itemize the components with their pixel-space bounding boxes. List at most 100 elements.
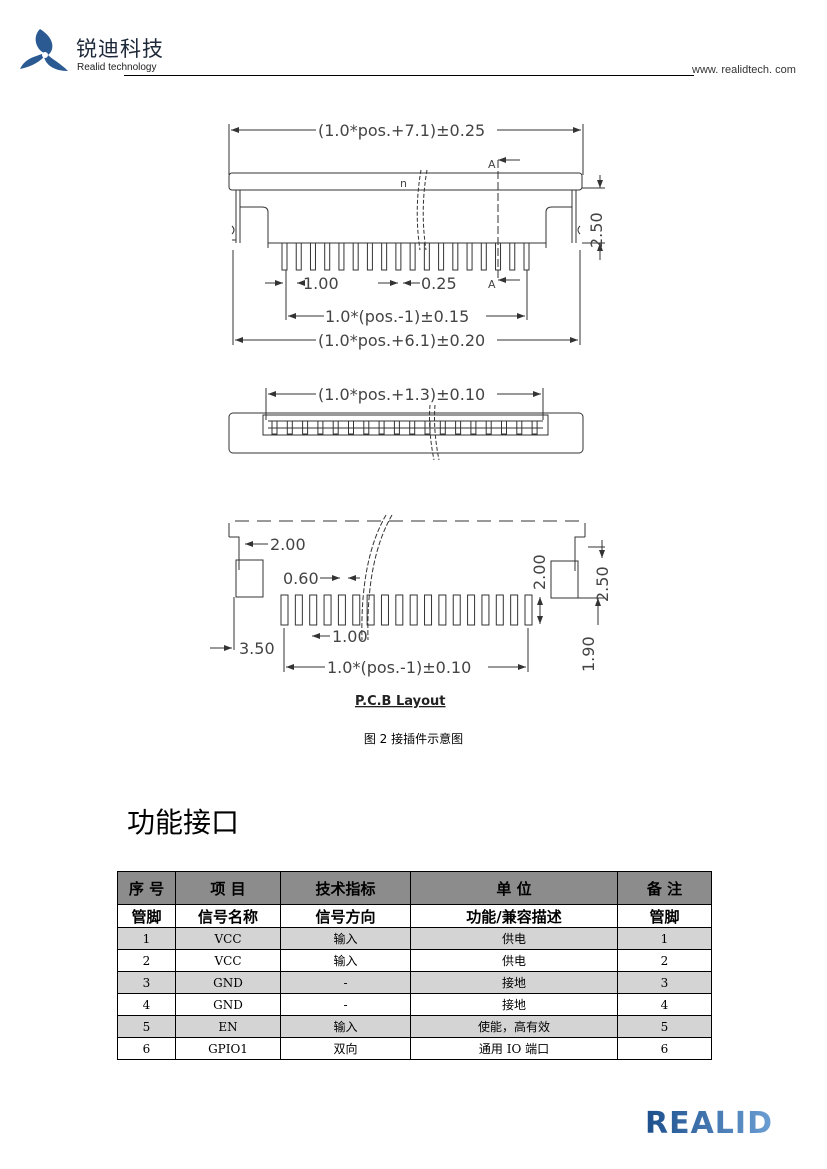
front-pin xyxy=(348,420,354,435)
pin-n-label: n xyxy=(400,177,407,190)
connector-pin xyxy=(409,242,416,271)
pcb-pad xyxy=(395,594,404,626)
connector-pin xyxy=(438,242,445,271)
dim-pad-width: 0.60 xyxy=(283,569,319,588)
front-pin xyxy=(531,420,538,435)
front-pin xyxy=(302,420,309,435)
front-pin xyxy=(470,420,477,435)
dim-pin-span: 1.0*(pos.-1)±0.15 xyxy=(325,307,469,326)
table-cell: - xyxy=(280,971,411,994)
dim-pin-width: 0.25 xyxy=(421,274,457,293)
pcb-pad xyxy=(309,594,318,626)
pcb-pad xyxy=(380,594,389,626)
table-cell: 输入 xyxy=(280,949,411,972)
table-cell: 信号名称 xyxy=(175,904,281,928)
header-divider xyxy=(124,75,694,76)
top-view xyxy=(228,124,605,345)
pcb-pad xyxy=(438,594,447,626)
pcb-pad xyxy=(352,594,361,626)
connector-pin xyxy=(309,242,316,271)
connector-pin xyxy=(452,242,459,271)
connector-pin xyxy=(366,242,373,271)
table-header-row: 序 号项 目技术指标单 位备 注 xyxy=(117,871,712,905)
table-subheader-row: 管脚信号名称信号方向功能/兼容描述管脚 xyxy=(117,904,712,928)
section-label-bottom: A xyxy=(488,278,496,291)
table-cell: GND xyxy=(175,993,281,1016)
front-pin xyxy=(485,420,492,435)
figure-caption: 图 2 接插件示意图 xyxy=(363,732,464,746)
dim-mount-pad-height: 2.50 xyxy=(593,566,612,602)
table-cell: 2 xyxy=(117,949,176,972)
table-cell: 管脚 xyxy=(617,904,712,928)
pcb-layout-title: P.C.B Layout xyxy=(355,694,446,709)
front-pin xyxy=(332,420,339,435)
dim-pad-offset: 2.00 xyxy=(270,535,306,554)
table-cell: 3 xyxy=(117,971,176,994)
table-cell: 6 xyxy=(117,1037,176,1060)
table-cell: 输入 xyxy=(280,1015,411,1038)
table-cell: 单 位 xyxy=(410,871,618,905)
footer-logo: REALID xyxy=(645,1106,773,1141)
table-cell: 接地 xyxy=(410,971,618,994)
table-cell: - xyxy=(280,993,411,1016)
front-pin xyxy=(393,420,400,435)
table-cell: 信号方向 xyxy=(280,904,411,928)
table-cell: 1 xyxy=(117,927,176,950)
pcb-pad xyxy=(495,594,504,626)
table-cell: 使能，高有效 xyxy=(410,1015,618,1038)
company-logo-icon xyxy=(20,29,68,71)
front-pin xyxy=(424,420,431,435)
table-cell: 接地 xyxy=(410,993,618,1016)
front-pin xyxy=(455,420,462,435)
table-cell: VCC xyxy=(175,949,281,972)
connector-pin xyxy=(338,242,345,271)
front-pin xyxy=(363,420,370,435)
dim-edge-offset: 3.50 xyxy=(239,639,275,658)
table-cell: GND xyxy=(175,971,281,994)
pcb-pad xyxy=(452,594,461,626)
table-cell: 输入 xyxy=(280,927,411,950)
table-cell: 序 号 xyxy=(117,871,176,905)
front-pin xyxy=(516,420,523,435)
dim-pad-span: 1.0*(pos.-1)±0.10 xyxy=(327,658,471,677)
front-pin xyxy=(317,420,324,435)
connector-pin xyxy=(381,242,388,271)
front-pin xyxy=(501,420,507,435)
dim-opening-length: (1.0*pos.+1.3)±0.10 xyxy=(318,385,485,404)
dim-pcb-pitch: 1.00 xyxy=(332,627,368,646)
connector-drawing: (1.0*pos.+7.1)±0.25 n A A 1.00 0.25 1.0*… xyxy=(210,121,612,709)
pcb-pad xyxy=(337,594,346,626)
table-cell: VCC xyxy=(175,927,281,950)
table-cell: 备 注 xyxy=(617,871,712,905)
table-cell: GPIO1 xyxy=(175,1037,281,1060)
pcb-pad xyxy=(510,594,519,626)
connector-pin xyxy=(523,242,530,271)
dim-body-length: (1.0*pos.+6.1)±0.20 xyxy=(318,331,485,350)
front-view xyxy=(228,388,584,461)
pcb-pad xyxy=(524,594,533,626)
table-cell: 双向 xyxy=(280,1037,411,1060)
table-cell: 2 xyxy=(617,949,712,972)
table-cell: EN xyxy=(175,1015,281,1038)
pcb-pad xyxy=(366,594,375,626)
table-cell: 供电 xyxy=(410,949,618,972)
table-cell: 3 xyxy=(617,971,712,994)
connector-pin xyxy=(395,242,402,271)
section-label-top: A xyxy=(488,158,496,171)
dim-overall-length: (1.0*pos.+7.1)±0.25 xyxy=(318,121,485,140)
table-cell: 6 xyxy=(617,1037,712,1060)
connector-pin xyxy=(281,242,288,271)
table-cell: 技术指标 xyxy=(280,871,411,905)
website-url: www. realidtech. com xyxy=(692,64,796,76)
dim-pitch: 1.00 xyxy=(303,274,339,293)
pcb-pad xyxy=(280,594,289,626)
table-cell: 4 xyxy=(617,993,712,1016)
table-cell: 项 目 xyxy=(175,871,281,905)
company-name-cn: 锐迪科技 xyxy=(76,37,164,61)
